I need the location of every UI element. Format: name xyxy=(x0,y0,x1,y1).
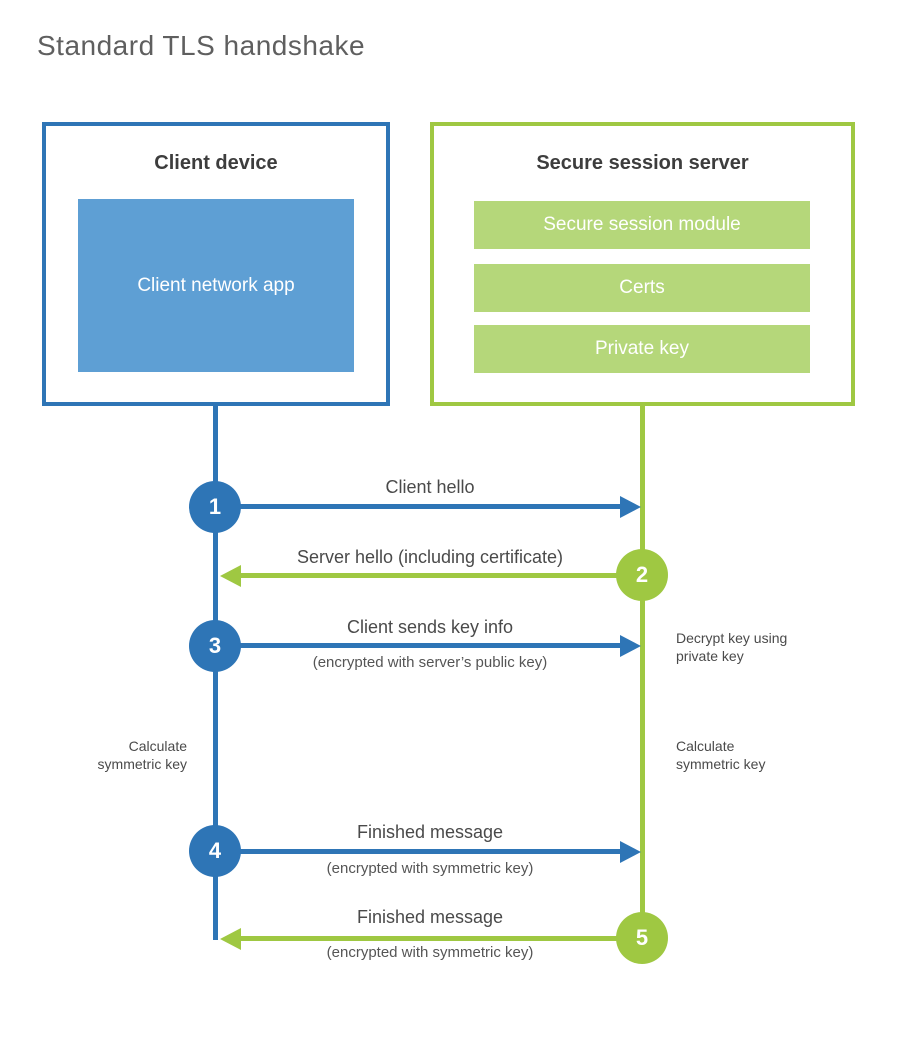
note-calculate-symmetric-server: Calculate symmetric key xyxy=(676,738,766,772)
arrowhead-right-icon xyxy=(620,635,641,657)
server-lifeline xyxy=(640,406,645,938)
server-box: Secure session server Secure session mod… xyxy=(430,122,855,406)
client-device-title: Client device xyxy=(154,152,278,174)
note-decrypt-key: Decrypt key using private key xyxy=(676,630,788,664)
message-arrow-3 xyxy=(240,643,620,648)
message-label-2: Server hello (including certificate) xyxy=(296,547,564,567)
step-1-badge: 1 xyxy=(189,481,241,533)
message-arrow-5 xyxy=(241,936,617,941)
arrowhead-right-icon xyxy=(620,496,641,518)
step-3-badge: 3 xyxy=(189,620,241,672)
step-4-badge: 4 xyxy=(189,825,241,877)
arrowhead-left-icon xyxy=(220,928,241,950)
step-2-badge: 2 xyxy=(616,549,668,601)
message-arrow-1 xyxy=(240,504,620,509)
message-label-5: Finished message xyxy=(356,907,504,927)
server-module-secure-session: Secure session module xyxy=(474,201,810,249)
message-sublabel-4: (encrypted with symmetric key) xyxy=(326,860,534,877)
message-arrow-2 xyxy=(241,573,617,578)
step-5-badge: 5 xyxy=(616,912,668,964)
message-sublabel-3: (encrypted with server’s public key) xyxy=(312,654,548,671)
page-title: Standard TLS handshake xyxy=(37,30,366,61)
message-label-3: Client sends key info xyxy=(346,617,514,637)
client-network-app-box: Client network app xyxy=(78,199,354,372)
message-label-4: Finished message xyxy=(356,822,504,842)
message-sublabel-5: (encrypted with symmetric key) xyxy=(326,944,534,961)
server-title: Secure session server xyxy=(536,152,749,174)
client-network-app-label: Client network app xyxy=(137,274,295,296)
server-module-private-key: Private key xyxy=(474,325,810,373)
message-label-1: Client hello xyxy=(385,477,475,497)
client-device-box: Client device Client network app xyxy=(42,122,390,406)
arrowhead-left-icon xyxy=(220,565,241,587)
client-lifeline xyxy=(213,406,218,940)
message-arrow-4 xyxy=(240,849,620,854)
server-module-certs: Certs xyxy=(474,264,810,312)
arrowhead-right-icon xyxy=(620,841,641,863)
note-calculate-symmetric-client: Calculate symmetric key xyxy=(97,738,187,772)
